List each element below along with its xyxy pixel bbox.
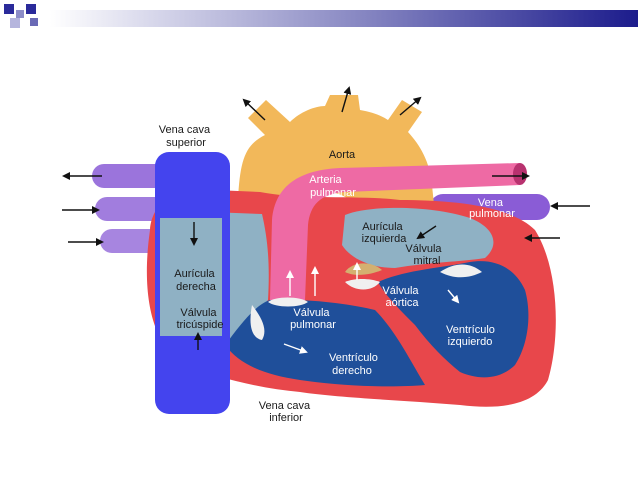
- label-aorta: Aorta: [329, 149, 356, 161]
- valvula-tricuspide: [250, 305, 265, 340]
- header-square: [10, 18, 20, 28]
- ventriculo-izquierdo: [378, 261, 529, 378]
- label-vena-pulmonar: Vena pulmonar: [469, 197, 515, 220]
- flow-arrows-white: [283, 262, 460, 354]
- valvula-aortica: [345, 279, 380, 290]
- ventriculo-derecho: [225, 300, 425, 387]
- label-ventriculo-izquierdo: Ventrículo izquierdo: [446, 324, 498, 348]
- label-auricula-izquierda: Aurícula izquierda: [362, 221, 408, 245]
- valvula-pulmonar: [268, 297, 308, 307]
- label-valvula-aortica: Válvula aórtica: [382, 285, 421, 309]
- label-ventriculo-derecho: Ventrículo derecho: [329, 352, 381, 377]
- slide-header: [4, 4, 638, 28]
- label-arteria-pulmonar: Arteria pulmonar: [309, 174, 356, 199]
- heart-illustration: [62, 86, 590, 414]
- valvula-mitral: [440, 264, 482, 278]
- label-valvula-mitral: Válvula mitral: [405, 243, 444, 267]
- label-vena-cava-superior: Vena cava superior: [159, 124, 213, 149]
- header-gradient-bar: [50, 10, 638, 27]
- header-square: [30, 18, 38, 26]
- header-square: [26, 4, 36, 14]
- label-auricula-derecha: Aurícula derecha: [174, 268, 217, 293]
- header-square: [4, 4, 14, 14]
- flow-arrows: [62, 86, 590, 350]
- label-valvula-tricuspide: Válvula tricúspide: [176, 307, 223, 331]
- header-square: [16, 10, 24, 18]
- label-vena-cava-inferior: Vena cava inferior: [259, 400, 313, 424]
- vena-cava-inner: [160, 218, 222, 336]
- diagram-labels: Vena cava superior Aorta Arteria pulmona…: [159, 124, 515, 424]
- label-valvula-pulmonar: Válvula pulmonar: [290, 307, 336, 331]
